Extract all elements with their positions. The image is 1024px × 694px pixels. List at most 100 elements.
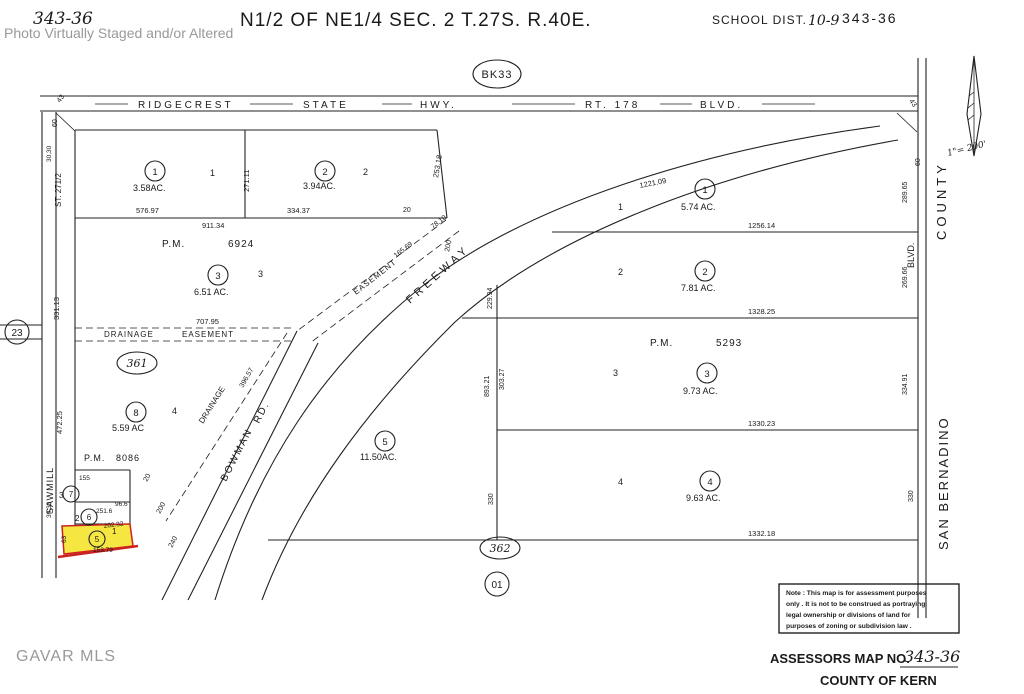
southwest-parcels: 155 3 7 96.6 251.6 2 6 202.32 1 5 63 153… [46,469,139,559]
parcel-circle [62,485,80,503]
page-ref-bottom: 01 [491,580,503,591]
parcel-circle [696,362,718,384]
parcel-map-label: P.M. [650,338,673,349]
dim-label: 165.69 [393,241,414,260]
dim-label: 253.18 [431,154,444,178]
page-ref-bottom-circle [484,571,510,597]
footer: GAVAR MLS ASSESSORS MAP NO. 343-36 COUNT… [16,647,960,688]
sheet-number-top-right: 343-36 [842,10,898,26]
dim-label: 20 [403,207,411,214]
parcel-map-label: P.M. [162,239,185,250]
assessors-map-number: 343-36 [904,647,960,666]
dim-label: 911.34 [202,221,224,230]
dim-label: 20 [143,473,153,483]
dim-label: 893.21 [484,375,491,397]
drainage-diag-label: DRAINAGE [197,385,227,425]
freeway: FREEWAY 5 11.50AC. [214,125,899,601]
block-ref-ellipse [116,351,158,375]
parcel-circle [314,160,336,182]
block-ref-362: 362 [490,542,511,555]
dim-label: 229.94 [487,287,494,309]
assessors-map-label: ASSESSORS MAP NO. [770,651,910,666]
dim-label: 330 [908,490,915,502]
highway-name-hwy: HWY. [420,100,457,111]
parcel-area: 9.73 AC. [683,386,718,396]
dim-label: 155 [79,475,90,482]
bowman-road: BOWMAN RD. DRAINAGE 396.57 20 200 240 [143,330,319,601]
bowman-road-suffix: RD. [252,400,272,426]
parcel-circle [207,264,229,286]
dim-label: 1256.14 [748,221,775,230]
note-line: only . It is not to be construed as port… [786,601,925,608]
highlight-underline [57,544,139,559]
parcel-map-number: 6924 [228,239,254,250]
parcel-number: 6 [87,513,92,522]
parcel-number: 7 [69,490,74,499]
dim-label: 251.6 [96,508,113,515]
parcel-circle [374,430,396,452]
parcel-area: 7.81 AC. [681,283,716,293]
dim-label: 396.57 [239,367,256,389]
sheet-number-top-left: 343-36 [33,9,93,29]
lot-number: 3 [613,368,618,378]
parcel-number: 5 [382,437,387,448]
book-reference: BK33 [472,59,522,89]
parcel-circle [144,160,166,182]
left-street-name: ST. 271/2 [54,173,63,207]
county-name-label: SAN BERNADINO [936,416,951,550]
parcel-area: 3.94AC. [303,181,336,191]
dim-label: 78.10 [430,214,448,230]
parcel-circle [694,260,716,282]
dim-label: 289.65 [902,181,909,203]
freeway-name: FREEWAY [404,243,472,306]
parcel-area: 5.74 AC. [681,202,716,212]
block-ref-ellipse [479,536,521,560]
photo-watermark: Photo Virtually Staged and/or Altered [4,25,233,41]
school-district-number: 10-9 [808,13,840,29]
lot-number: 2 [363,167,368,177]
highway-name-state: STATE [303,100,349,111]
parcel-number: 2 [322,167,327,178]
right-blvd-label: BLVD. [906,243,916,268]
parcel-area: 5.59 AC [112,423,145,433]
lot-number: 2 [618,267,623,277]
parcel-area: 6.51 AC. [194,287,229,297]
mls-watermark: GAVAR MLS [16,648,116,665]
lot-number: 4 [618,477,623,487]
parcel-number: 3 [215,271,220,282]
dim-label: 707.95 [196,317,219,326]
dim-label: 331.13 [52,297,61,320]
north-arrow [966,55,982,157]
dim-label: 200 [156,501,168,515]
book-ref-ellipse [472,59,522,89]
scale-label: 1"= 200' [946,140,987,159]
parcel-number: 2 [702,267,707,278]
dim-label: 63 [61,535,68,543]
dim-label: 271.11 [242,170,251,192]
page-ref-left: 23 [11,328,23,339]
parcel-circle [699,470,721,492]
easement-diag-label: EASEMENT [352,257,399,296]
highway-name-rt178: RT. 178 [585,100,640,111]
dim-label: 1330.23 [748,419,775,428]
dim-label: 96.6 [115,501,128,508]
block-ref-361: 361 [127,357,148,370]
note-line: legal ownership or divisions of land for [786,612,911,619]
dim-label: 43 [907,98,917,108]
note-line: Note : This map is for assessment purpos… [786,590,927,597]
dim-label: 330 [488,493,495,505]
note-box: Note : This map is for assessment purpos… [778,583,960,634]
top-highway: RIDGECREST STATE HWY. RT. 178 BLVD. [40,95,918,133]
dim-label: 269.66 [902,266,909,288]
dim-label: 30,30 [46,501,53,518]
parcel-circle [80,508,98,526]
county-boundary: COUNTY SAN BERNADINO BLVD. 289.65 269.66… [902,58,951,618]
parcel-map-label: P.M. [84,453,105,463]
dim-label: 576.97 [136,206,159,215]
parcel-circle [125,401,147,423]
parcel-number: 8 [133,408,138,419]
lot-number: 1 [112,527,117,536]
dim-label: 30,30 [46,145,53,162]
dim-label: 303.27 [499,368,506,390]
highway-name-blvd: BLVD. [700,100,743,111]
